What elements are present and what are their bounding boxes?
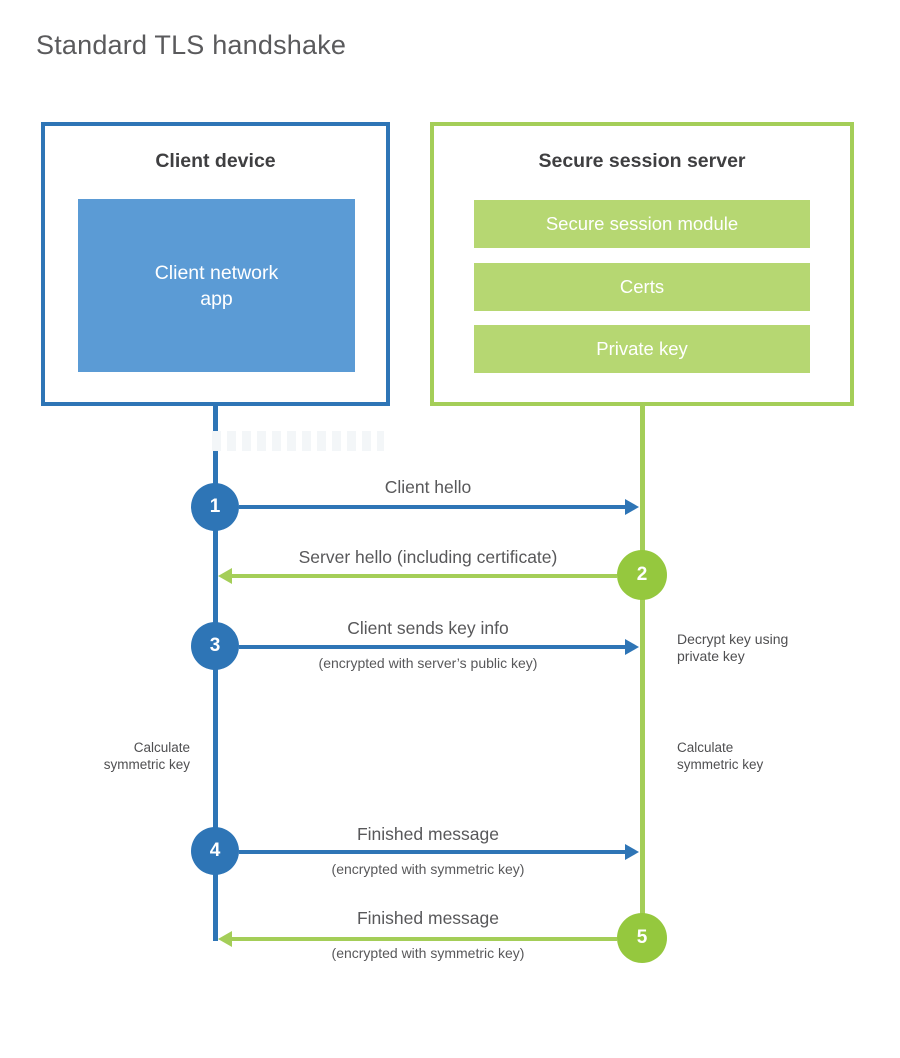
server-module-certs: Certs bbox=[474, 263, 810, 311]
step3-circle: 3 bbox=[191, 622, 239, 670]
step4-circle: 4 bbox=[191, 827, 239, 875]
step2-arrowhead-left-icon bbox=[218, 568, 232, 584]
step3-sublabel: (encrypted with server’s public key) bbox=[318, 655, 538, 671]
step5-arrowhead-left-icon bbox=[218, 931, 232, 947]
client-network-app-module: Client network app bbox=[78, 199, 355, 372]
step2-circle: 2 bbox=[617, 550, 667, 600]
server-module-private-key: Private key bbox=[474, 325, 810, 373]
step4-label: Finished message bbox=[356, 824, 500, 844]
step1-label: Client hello bbox=[384, 477, 472, 497]
step1-arrowhead-right-icon bbox=[625, 499, 639, 515]
step1-arrow-line bbox=[239, 505, 625, 509]
step5-arrow-line bbox=[232, 937, 617, 941]
step3-label: Client sends key info bbox=[347, 618, 509, 638]
step2-arrow-line bbox=[232, 574, 617, 578]
page-title: Standard TLS handshake bbox=[36, 30, 347, 60]
step5-sublabel: (encrypted with symmetric key) bbox=[331, 945, 525, 961]
step1-circle: 1 bbox=[191, 483, 239, 531]
client-lifeline bbox=[213, 406, 218, 941]
step5-label: Finished message bbox=[356, 908, 500, 928]
annotation-calc-symmetric-left: Calculate symmetric key bbox=[103, 740, 190, 772]
annotation-calc-symmetric-right: Calculate symmetric key bbox=[677, 740, 764, 772]
client-device-title: Client device bbox=[155, 150, 276, 172]
step3-arrow-line bbox=[239, 645, 625, 649]
step4-arrow-line bbox=[239, 850, 625, 854]
step2-label: Server hello (including certificate) bbox=[298, 547, 558, 567]
step5-circle: 5 bbox=[617, 913, 667, 963]
step4-arrowhead-right-icon bbox=[625, 844, 639, 860]
server-lifeline bbox=[640, 406, 645, 940]
server-module-secure-session: Secure session module bbox=[474, 200, 810, 248]
step4-sublabel: (encrypted with symmetric key) bbox=[331, 861, 525, 877]
secure-session-server-title: Secure session server bbox=[538, 150, 746, 172]
step3-arrowhead-right-icon bbox=[625, 639, 639, 655]
annotation-decrypt-key: Decrypt key using private key bbox=[677, 631, 789, 664]
client-network-app-label: Client network app bbox=[154, 261, 279, 310]
faint-dashes-artifact bbox=[212, 431, 384, 451]
